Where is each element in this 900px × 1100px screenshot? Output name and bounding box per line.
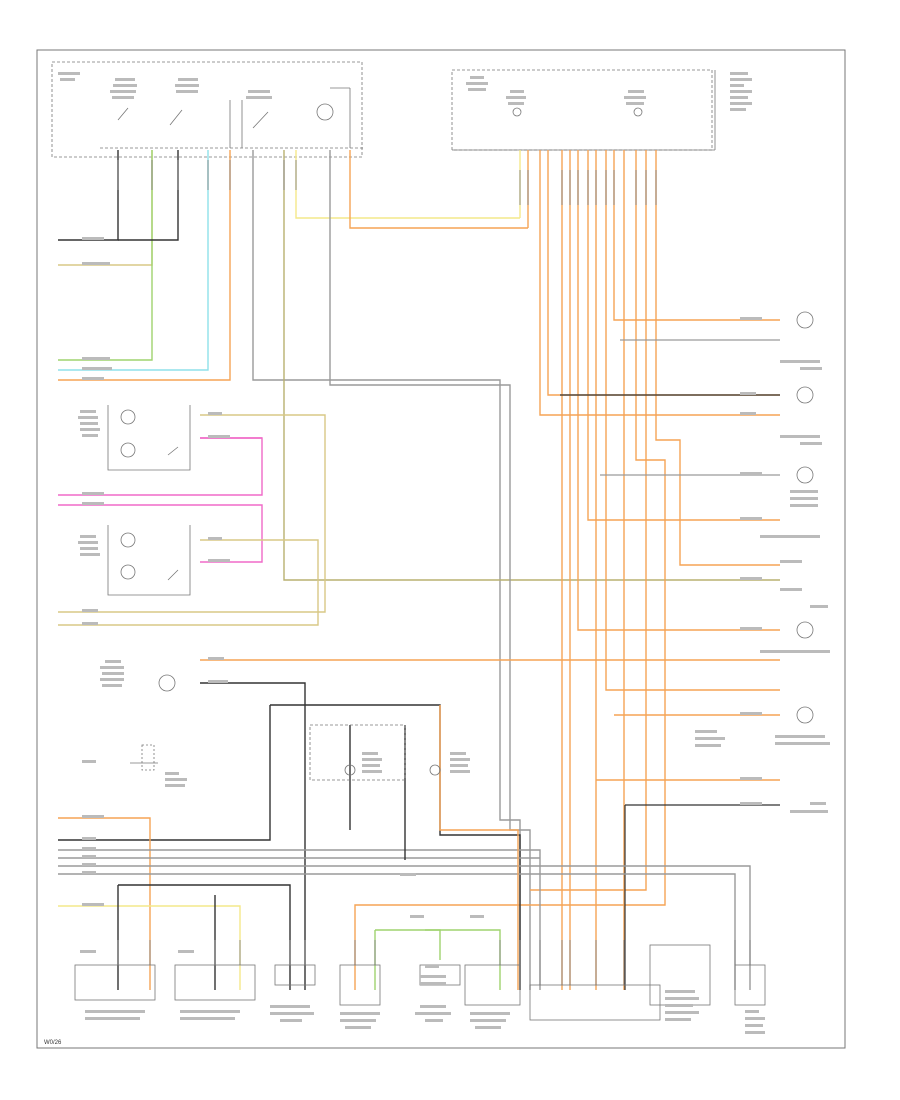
right-mirror-switch (107, 525, 191, 596)
left-mirror-switch (107, 405, 191, 471)
mirror-wires (58, 414, 326, 626)
lamp-icon (429, 764, 441, 776)
connector-ticks-left (117, 160, 297, 190)
lamp-icon (120, 442, 136, 458)
lower-components (130, 311, 814, 781)
headlamp-switch-group (51, 61, 365, 158)
instrument-cluster-label-blur (466, 72, 752, 111)
lamp-icon (120, 409, 136, 425)
connector-ticks-right (519, 170, 657, 205)
lower-wires (58, 659, 780, 990)
wire-bundle-right (354, 150, 780, 990)
wire-bundle-left (58, 150, 780, 990)
lamp-icon (120, 564, 136, 580)
headlamp-switch-label-blur (58, 72, 272, 99)
page-code: W0/26 (44, 1040, 62, 1046)
lamp-icon (512, 107, 522, 117)
lamp-icon (120, 532, 136, 548)
lamp-icon (316, 103, 334, 121)
lamp-icon (796, 621, 814, 639)
lamp-icon (796, 706, 814, 724)
lamp-icon (633, 107, 643, 117)
label-blur-bars (78, 237, 830, 1034)
lamp-icon (158, 674, 176, 692)
diagram-frame (36, 49, 846, 1049)
lamp-icon (796, 466, 814, 484)
bottom-connector-ticks (117, 940, 751, 985)
lamp-icon (344, 764, 356, 776)
wire-bundle-right-dark (560, 339, 780, 990)
instrument-cluster-header (451, 69, 716, 151)
lamp-icon (796, 311, 814, 329)
lamp-icon (796, 386, 814, 404)
